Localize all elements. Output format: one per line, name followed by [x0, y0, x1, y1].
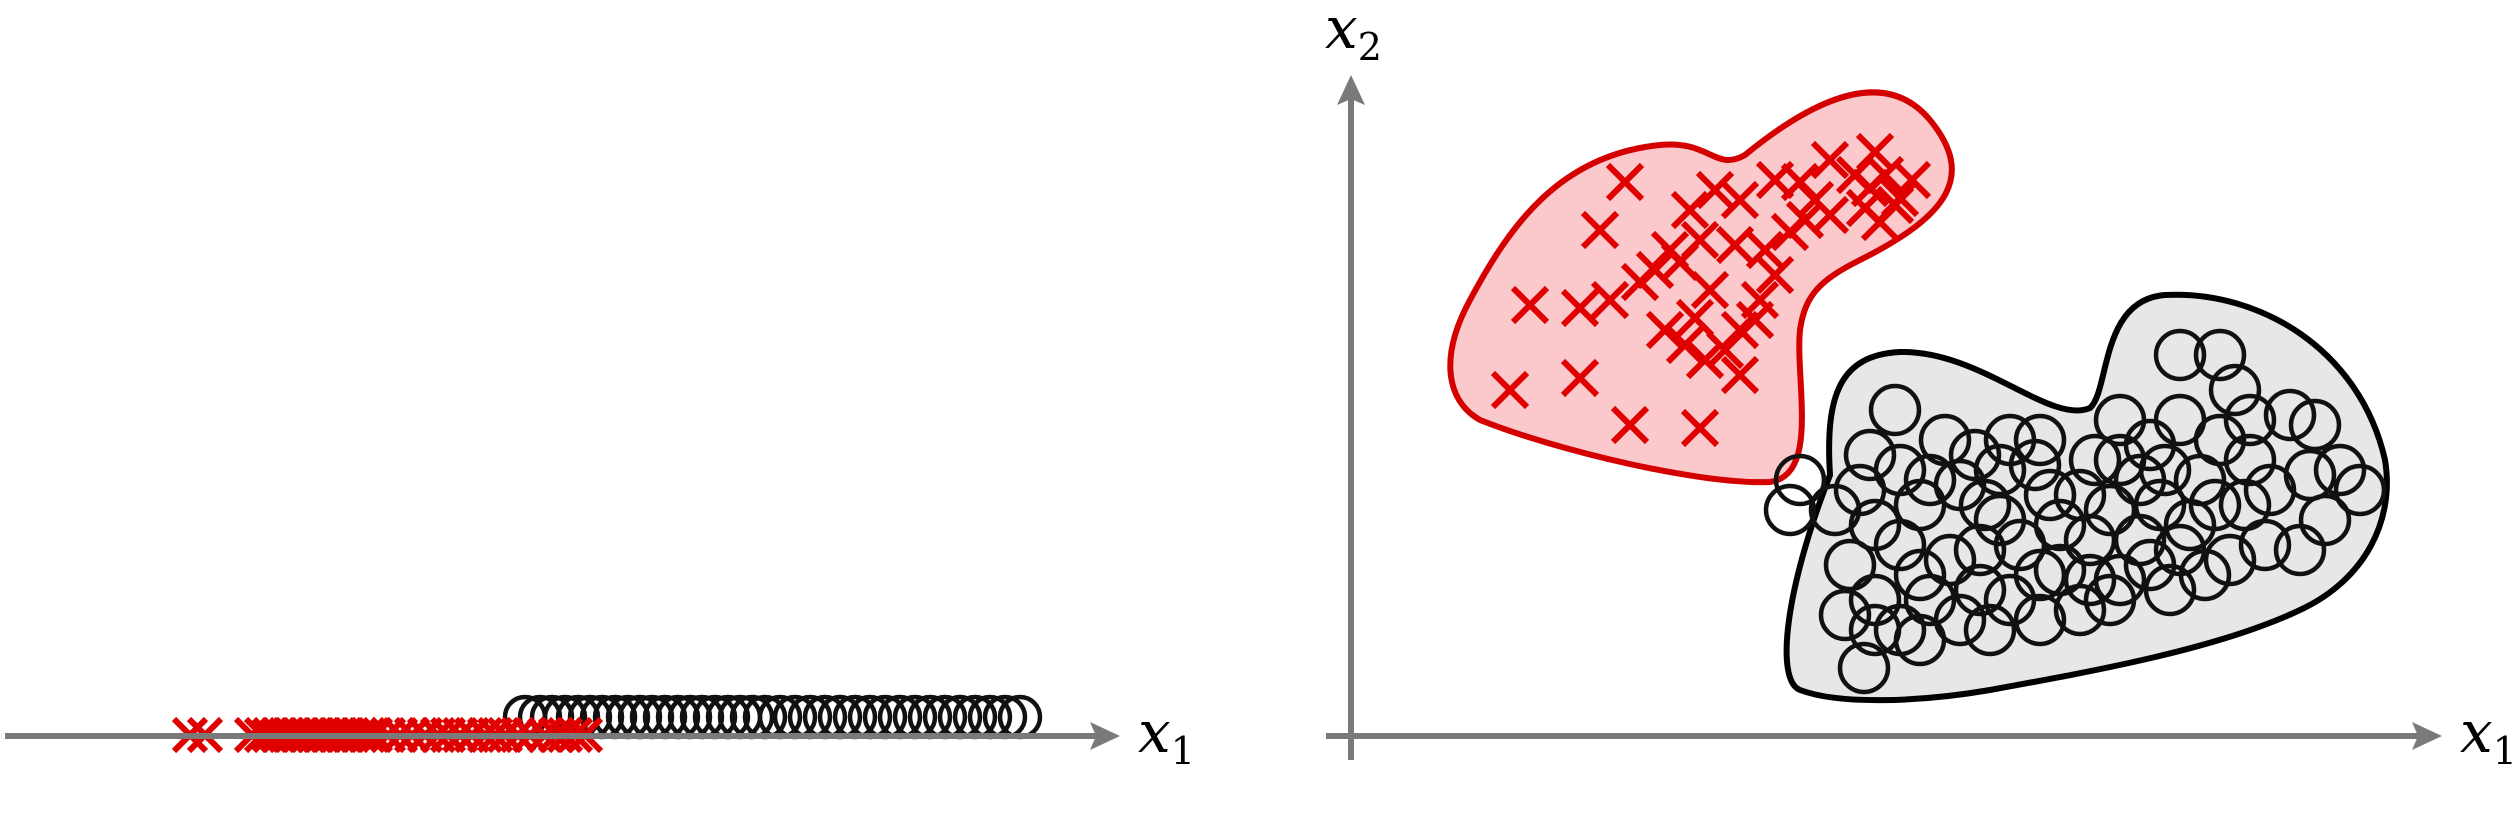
cross-marker — [1745, 230, 1785, 270]
circle-marker — [2068, 433, 2122, 487]
right-x1-label-sub: 1 — [2493, 729, 2517, 773]
circle-marker — [2153, 393, 2207, 447]
right-x2-arrowhead — [1337, 75, 1365, 105]
circle-marker — [2288, 398, 2342, 452]
circle-marker — [1958, 478, 2012, 532]
cross-marker — [1705, 330, 1745, 370]
circle-marker — [2033, 543, 2087, 597]
right-x2-axis-label: x2 — [1325, 0, 1382, 69]
cross-marker — [1680, 408, 1720, 448]
circle-marker — [2113, 453, 2167, 507]
right-x1-axis-label: x1 — [2460, 698, 2517, 773]
circle-marker — [2263, 388, 2317, 442]
circle-marker — [2093, 393, 2147, 447]
cross-marker — [1720, 355, 1760, 395]
circle-marker — [1868, 383, 1922, 437]
cross-marker — [1560, 288, 1600, 328]
circle-marker — [2023, 468, 2077, 522]
circle-marker — [2013, 413, 2067, 467]
cross-marker — [1610, 405, 1650, 445]
right-x2-label-base: x — [1325, 0, 1358, 62]
cross-marker — [1665, 325, 1705, 365]
cross-marker — [1645, 310, 1685, 350]
circle-marker — [2203, 533, 2257, 587]
circle-marker — [2138, 443, 2192, 497]
cross-marker — [1675, 298, 1715, 338]
circles-cluster — [1763, 328, 2387, 695]
circle-marker — [2063, 553, 2117, 607]
circle-marker — [2218, 478, 2272, 532]
cross-marker — [1590, 280, 1630, 320]
cross-marker — [1740, 280, 1780, 320]
circle-marker — [1948, 428, 2002, 482]
circle-marker — [1918, 413, 1972, 467]
left-panel: x1 — [5, 694, 1195, 773]
circle-marker — [1893, 548, 1947, 602]
right-panel: x2 x1 — [1325, 0, 2517, 773]
cross-marker — [1685, 340, 1725, 380]
cross-marker — [1720, 180, 1760, 220]
crosses-cluster — [1490, 132, 1932, 448]
left-x1-label-sub: 1 — [1171, 729, 1195, 773]
circle-marker — [2083, 483, 2137, 537]
cross-marker — [1680, 220, 1720, 260]
cross-marker — [1755, 160, 1795, 200]
circle-marker — [2163, 498, 2217, 552]
left-x1-axis-label: x1 — [1138, 698, 1195, 773]
right-x2-label-sub: 2 — [1358, 25, 1382, 69]
cross-marker — [1855, 132, 1895, 172]
cross-marker — [1605, 162, 1645, 202]
circle-marker — [2178, 548, 2232, 602]
circle-marker — [2113, 513, 2167, 567]
circle-marker — [1848, 573, 1902, 627]
circle-marker — [1843, 428, 1897, 482]
cross-marker — [1875, 185, 1915, 225]
cross-marker — [1490, 370, 1530, 410]
circle-marker — [2333, 463, 2387, 517]
circle-marker — [1823, 538, 1877, 592]
circle-marker — [2313, 443, 2367, 497]
circle-marker — [1953, 563, 2007, 617]
cross-marker — [1580, 210, 1620, 250]
circle-marker — [2013, 593, 2067, 647]
circle-marker — [1953, 523, 2007, 577]
cross-marker — [1635, 250, 1675, 290]
circles-cluster-region — [1783, 291, 2390, 704]
circle-marker — [2223, 393, 2277, 447]
circle-marker — [1983, 413, 2037, 467]
circle-marker — [1893, 613, 1947, 667]
circle-marker — [2223, 433, 2277, 487]
left-x1-label-base: x — [1138, 698, 1171, 766]
circle-marker — [1837, 641, 1891, 695]
circle-marker — [1763, 483, 1817, 537]
left-x1-arrowhead — [1090, 722, 1120, 750]
right-x1-label-base: x — [2460, 698, 2493, 766]
cross-marker — [1845, 188, 1885, 228]
cross-marker — [1560, 358, 1600, 398]
circle-marker — [1963, 603, 2017, 657]
circle-marker — [2153, 328, 2207, 382]
cross-marker — [1892, 160, 1932, 200]
circle-marker — [1983, 573, 2037, 627]
right-x1-arrowhead — [2412, 722, 2442, 750]
cross-marker — [1715, 225, 1755, 265]
circle-marker — [1773, 453, 1827, 507]
cross-marker — [1510, 285, 1550, 325]
cross-marker — [1810, 140, 1850, 180]
cross-marker — [1695, 170, 1735, 210]
circle-marker — [2273, 523, 2327, 577]
cross-marker — [1810, 195, 1850, 235]
circle-marker — [2123, 538, 2177, 592]
circle-marker — [1818, 588, 1872, 642]
circle-marker — [1993, 518, 2047, 572]
cross-marker — [1670, 190, 1710, 230]
circle-marker — [2193, 328, 2247, 382]
circle-marker — [1903, 573, 1957, 627]
circle-marker — [2208, 363, 2262, 417]
cross-marker — [1690, 270, 1730, 310]
circle-marker — [1893, 478, 1947, 532]
cross-marker — [1755, 255, 1795, 295]
